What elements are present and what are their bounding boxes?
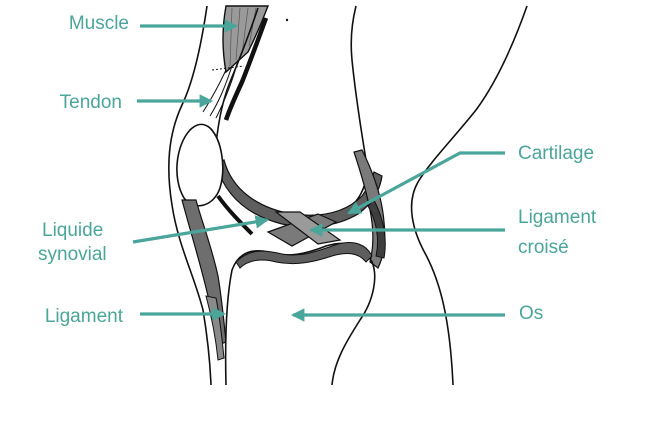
label-ligament-croise-line1: Ligament (518, 207, 597, 228)
arrows (132, 19, 505, 322)
leg-back-outline (168, 5, 212, 386)
label-tendon: Tendon (59, 92, 122, 113)
arrow-cartilage (347, 151, 505, 215)
label-liquide-synovial: Liquide synovial (38, 219, 107, 267)
patella-stripe (216, 194, 254, 236)
tibia-outline (224, 242, 376, 386)
muscle-striations (229, 7, 257, 67)
label-os: Os (519, 303, 544, 324)
patella-shape (176, 123, 224, 207)
cruciate-ligament-cross (274, 211, 342, 245)
tibia-cartilage (235, 242, 373, 269)
femur-tendon-band (223, 17, 269, 121)
label-liquide-line1: Liquide (42, 220, 104, 241)
label-muscle: Muscle (68, 13, 129, 34)
label-cartilage: Cartilage (518, 143, 595, 164)
leg-front-outline (410, 5, 528, 386)
label-ligament-croise-line2: croisé (518, 237, 569, 258)
tendon-strands (202, 59, 245, 119)
arrow-liquide-synovial (132, 215, 269, 244)
muscle-shape (222, 5, 270, 74)
label-ligament-croise: Ligament croisé (518, 206, 596, 260)
label-ligament: Ligament (44, 306, 123, 327)
label-liquide-line2: synovial (38, 244, 107, 265)
